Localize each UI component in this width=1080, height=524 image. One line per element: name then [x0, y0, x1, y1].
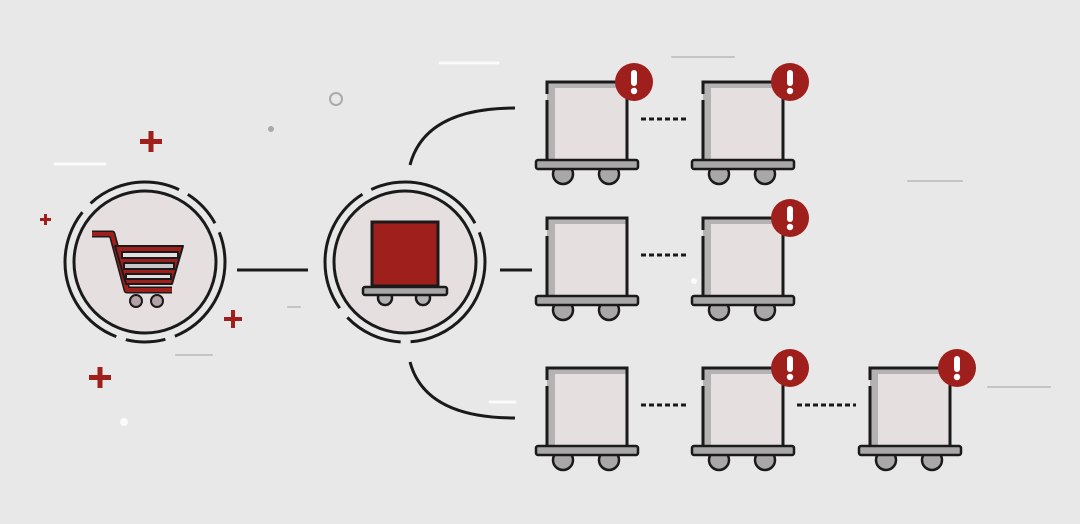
destination-cart[interactable]: [690, 349, 809, 472]
cart-row: [534, 349, 976, 472]
destination-cart[interactable]: [690, 199, 809, 322]
shopping-cart-icon: [92, 230, 184, 308]
exclamation-alert-icon: [938, 349, 976, 387]
destination-cart[interactable]: [690, 63, 809, 186]
destination-cart[interactable]: [534, 63, 653, 186]
exclamation-alert-icon: [771, 63, 809, 101]
exclamation-alert-icon: [771, 199, 809, 237]
plus-decorations: [40, 131, 242, 388]
exclamation-alert-icon: [615, 63, 653, 101]
source-node[interactable]: [63, 180, 227, 344]
destination-cart[interactable]: [534, 366, 640, 472]
background-decorations: [40, 56, 1051, 426]
destination-cart[interactable]: [857, 349, 976, 472]
destination-carts: [534, 63, 976, 472]
connector-lines: [237, 106, 532, 420]
destination-cart[interactable]: [534, 216, 640, 322]
cart-row: [534, 63, 809, 186]
cart-row: [534, 199, 809, 322]
red-box-cart-icon: [361, 220, 449, 307]
ring-decoration: [329, 92, 343, 106]
hub-node[interactable]: [323, 180, 487, 344]
exclamation-alert-icon: [771, 349, 809, 387]
